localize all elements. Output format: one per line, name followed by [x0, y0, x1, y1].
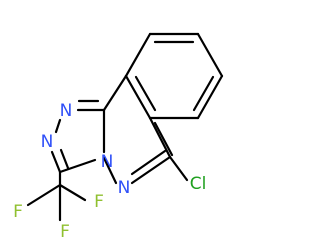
bond [130, 155, 172, 185]
bond [124, 74, 152, 120]
bond [102, 156, 118, 185]
bond [102, 74, 128, 112]
bond [58, 158, 97, 174]
bond [168, 155, 189, 182]
bond [196, 74, 224, 120]
atom-n4: N [101, 152, 114, 172]
bond [130, 149, 167, 176]
atom-f-bottom: F [60, 222, 70, 242]
bond [59, 148, 70, 170]
molecule-structure: N N N N Cl F F F [13, 32, 224, 242]
bond [50, 150, 62, 174]
bond [26, 183, 62, 207]
bond [192, 75, 215, 112]
atom-cl: Cl [190, 174, 207, 194]
atom-n2: N [41, 132, 54, 152]
atom-f-left: F [13, 202, 23, 222]
molecule-canvas: N N N N Cl F F F [13, 32, 224, 242]
atom-n1: N [60, 101, 73, 121]
bond [153, 121, 174, 157]
bond [58, 183, 87, 202]
bond [148, 116, 172, 159]
bond [124, 32, 152, 78]
bond [54, 118, 62, 134]
bond [134, 75, 157, 112]
bond [196, 32, 224, 78]
atom-n5: N [118, 178, 131, 198]
atom-f-right: F [94, 192, 104, 212]
